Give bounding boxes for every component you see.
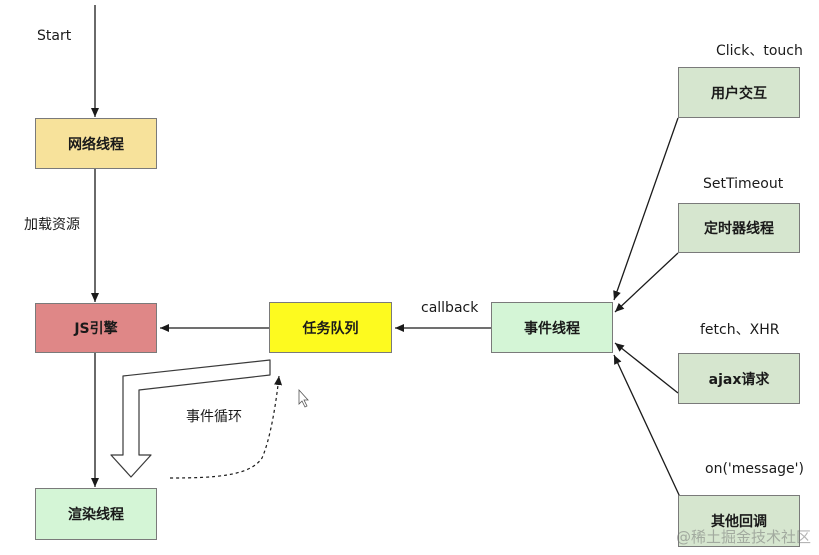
other-callback-node: 其他回调 <box>678 495 800 547</box>
cursor-icon <box>298 388 309 408</box>
network-thread-node: 网络线程 <box>35 118 157 169</box>
event-loop-label: 事件循环 <box>186 409 242 425</box>
event-loop-hollow-arrow <box>110 359 271 478</box>
event-loop-dashed-arrow <box>169 375 283 479</box>
arrow-other-to-event <box>613 354 681 498</box>
user-interaction-node: 用户交互 <box>678 67 800 118</box>
watermark: @稀土掘金技术社区 <box>675 528 811 546</box>
timer-thread-node: 定时器线程 <box>678 203 800 253</box>
event-thread-node: 事件线程 <box>491 302 613 353</box>
arrow-timer-to-event <box>614 252 679 313</box>
on-message-label: on('message') <box>705 461 804 477</box>
render-thread-node: 渲染线程 <box>35 488 157 540</box>
fetch-xhr-label: fetch、XHR <box>700 322 780 338</box>
click-touch-label: Click、touch <box>716 43 803 59</box>
ajax-request-node: ajax请求 <box>678 353 800 404</box>
load-resources-label: 加载资源 <box>24 217 80 233</box>
settimeout-label: SetTimeout <box>703 176 784 192</box>
start-label: Start <box>37 28 72 44</box>
arrow-user-to-event <box>613 117 679 301</box>
arrow-ajax-to-event <box>614 342 679 394</box>
js-engine-node: JS引擎 <box>35 303 157 353</box>
callback-label: callback <box>421 300 479 316</box>
task-queue-node: 任务队列 <box>269 302 392 353</box>
